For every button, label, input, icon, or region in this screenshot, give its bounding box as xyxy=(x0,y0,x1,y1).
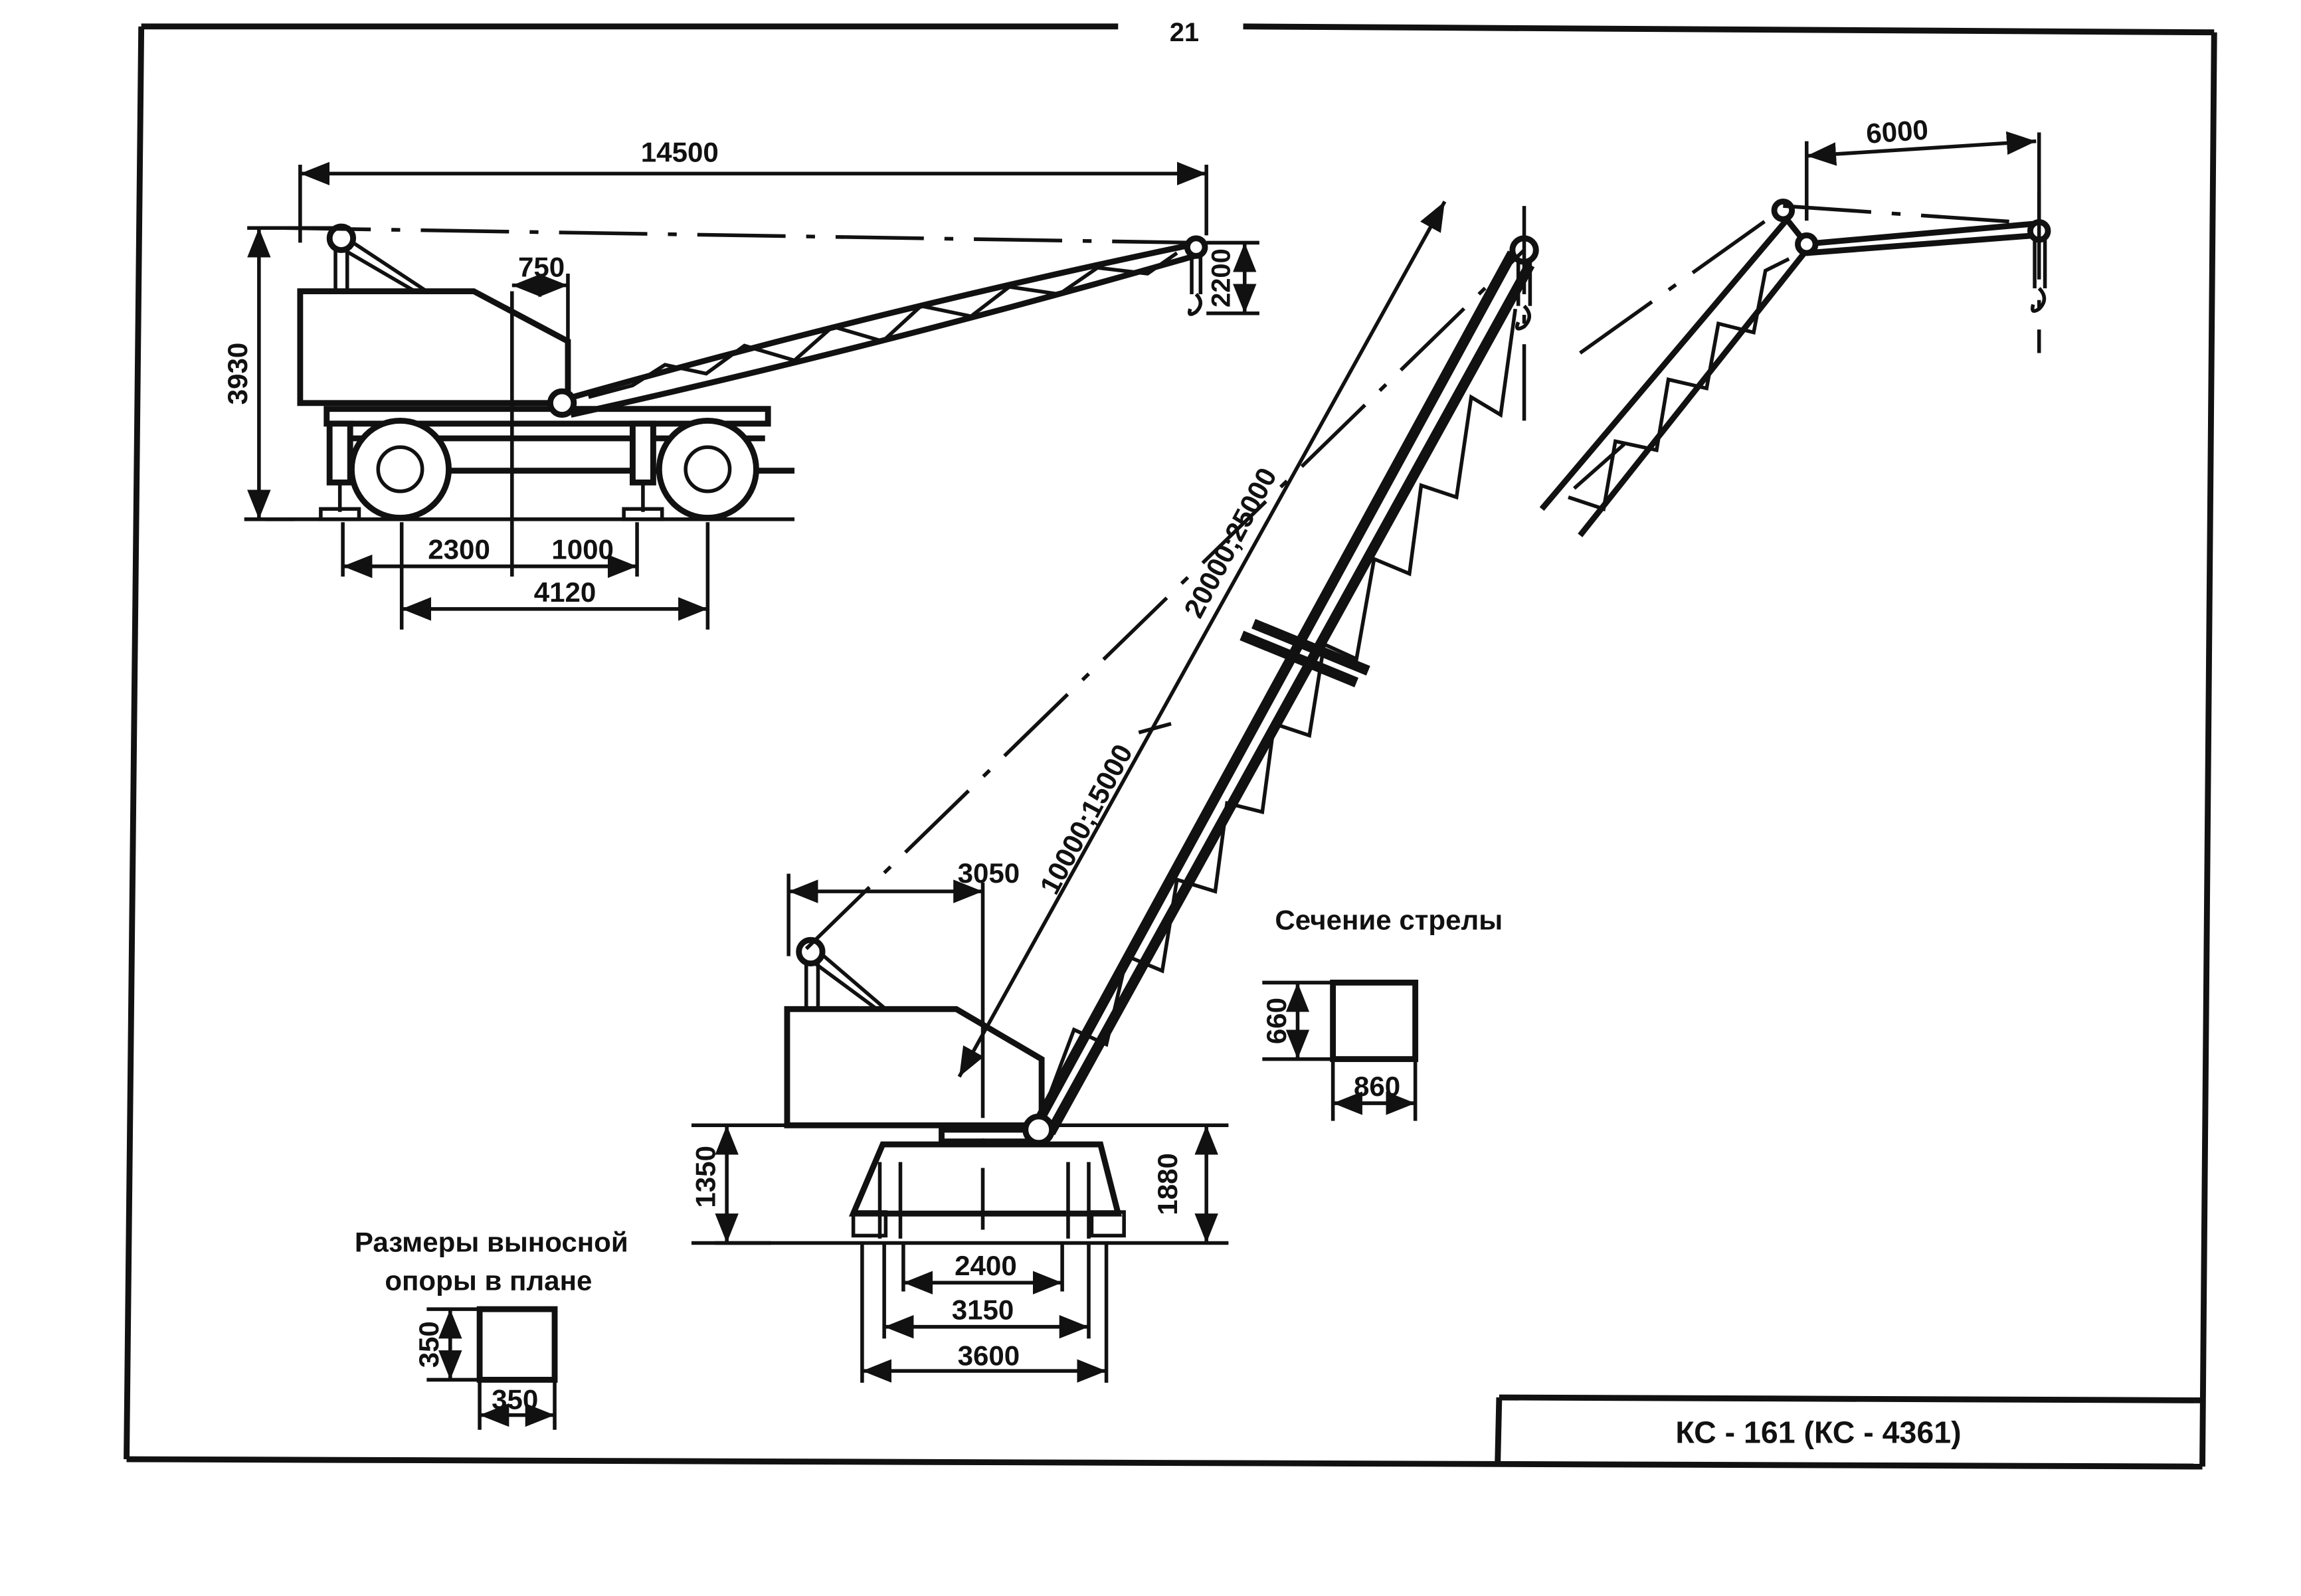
dim-hook-drop: 2200 xyxy=(1207,248,1236,308)
dim-track-outer: 3600 xyxy=(958,1340,1020,1371)
page-frame xyxy=(124,23,2217,1470)
outrigger-plan-label-line2: опоры в плане xyxy=(385,1265,592,1296)
dim-height: 3930 xyxy=(222,343,253,405)
dim-boom-length-short: 10000;15000 xyxy=(1034,739,1139,899)
outrigger-plan-width: 350 xyxy=(492,1384,538,1415)
dim-overall-length: 14500 xyxy=(641,137,719,168)
dim-front-offset: 1000 xyxy=(551,534,614,565)
boom-section-drawing xyxy=(1262,980,1419,1121)
raised-view-crane xyxy=(691,206,1539,1245)
outrigger-plan-height: 350 xyxy=(413,1321,444,1368)
dim-rear-axle-offset: 2300 xyxy=(428,534,490,565)
boom-section-label: Сечение стрелы xyxy=(1275,905,1503,936)
side-view-crane xyxy=(264,223,1208,521)
dim-wheelbase: 4120 xyxy=(534,576,597,608)
outrigger-plan-drawing xyxy=(426,1306,558,1430)
dim-boom-length-long: 20000;25000 xyxy=(1178,463,1283,623)
title-block xyxy=(1495,1394,2203,1463)
raised-view-dimension-lines xyxy=(715,201,1447,1383)
dim-support-height: 1880 xyxy=(1152,1153,1183,1215)
boom-section-width: 860 xyxy=(1354,1071,1400,1102)
jib-view xyxy=(1539,191,2051,537)
dim-jib-reach: 6000 xyxy=(1865,114,1930,149)
dim-pivot-offset: 3050 xyxy=(958,857,1020,889)
boom-section-height: 660 xyxy=(1261,998,1292,1044)
dim-pivot-height: 1350 xyxy=(690,1146,721,1208)
jib-dimension-lines xyxy=(1805,131,2041,221)
dim-track-mid: 3150 xyxy=(952,1294,1014,1326)
title-block-model: КС - 161 (КС - 4361) xyxy=(1675,1415,1961,1450)
outrigger-plan-label-line1: Размеры выносной xyxy=(355,1227,628,1258)
dim-track-inner: 2400 xyxy=(955,1250,1017,1281)
dim-offset: 750 xyxy=(518,251,565,282)
page-number: 21 xyxy=(1170,18,1199,47)
